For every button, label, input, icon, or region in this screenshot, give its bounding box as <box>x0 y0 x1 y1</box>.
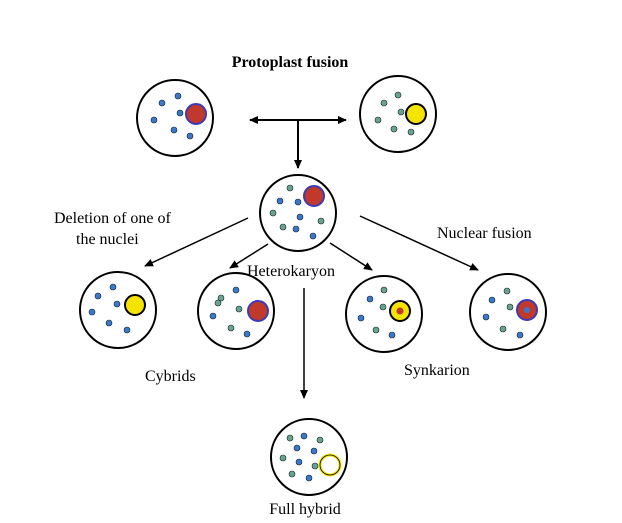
blue-organelle <box>292 225 300 233</box>
label-full-hybrid: Full hybrid <box>269 501 341 518</box>
blue-organelle <box>276 197 284 205</box>
green-organelle <box>286 434 294 442</box>
green-organelle <box>269 209 277 217</box>
blue-organelle <box>516 331 524 339</box>
blue-organelle <box>388 331 396 339</box>
blue-organelle <box>186 132 194 140</box>
arrow-to-synkarion-red <box>359 215 479 271</box>
blue-organelle <box>88 308 96 316</box>
label-heterokaryon: Heterokaryon <box>247 263 335 280</box>
green-organelle <box>288 470 296 478</box>
red-nucleus <box>247 300 269 322</box>
blue-organelle <box>366 295 374 303</box>
blue-organelle <box>294 198 302 206</box>
label-cybrids: Cybrids <box>145 368 196 385</box>
cybrid-cell-red <box>197 272 275 350</box>
green-organelle <box>374 116 382 124</box>
red-nucleus <box>303 185 325 207</box>
label-nuclear-fusion: Nuclear fusion <box>437 225 532 242</box>
green-organelle <box>372 326 380 334</box>
green-organelle <box>317 217 325 225</box>
label-deletion-line2: the nuclei <box>76 231 139 248</box>
blue-organelle <box>310 447 318 455</box>
red-nucleus <box>185 103 207 125</box>
blue-organelle <box>243 330 251 338</box>
blue-organelle <box>357 314 365 322</box>
blue-organelle <box>170 126 178 134</box>
blue-organelle <box>488 296 496 304</box>
green-organelle <box>506 303 514 311</box>
yellow-nucleus <box>124 294 146 316</box>
arrow-to-cybrid-red <box>229 243 269 269</box>
blue-organelle <box>174 92 182 100</box>
green-organelle <box>235 305 243 313</box>
arrow-to-synkarion-yellow <box>329 242 373 271</box>
label-deletion-line1: Deletion of one of <box>54 210 172 227</box>
parent-cell-b <box>359 75 437 153</box>
blue-organelle <box>105 319 113 327</box>
green-organelle <box>316 436 324 444</box>
green-organelle <box>217 294 225 302</box>
blue-organelle <box>94 292 102 300</box>
green-organelle <box>499 325 507 333</box>
blue-organelle <box>150 116 158 124</box>
green-organelle <box>380 99 388 107</box>
label-synkarion: Synkarion <box>404 362 470 379</box>
arrow-to-cybrid-yellow <box>144 217 249 267</box>
green-organelle <box>390 125 398 133</box>
green-organelle <box>379 303 387 311</box>
blue-organelle <box>482 313 490 321</box>
cybrid-cell-yellow <box>79 271 157 349</box>
green-organelle <box>311 462 319 470</box>
parent-cell-a <box>136 79 214 157</box>
blue-organelle <box>305 474 313 482</box>
blue-organelle <box>209 312 217 320</box>
yellow-nucleus <box>405 103 427 125</box>
green-organelle <box>227 324 235 332</box>
blue-organelle <box>295 458 303 466</box>
synkarion-cell-red <box>469 273 547 351</box>
blue-organelle <box>123 326 131 334</box>
blue-organelle <box>176 109 184 117</box>
blue-organelle <box>296 213 304 221</box>
blue-organelle <box>293 444 301 452</box>
heterokaryon-cell <box>259 174 337 252</box>
blue-organelle <box>300 432 308 440</box>
blue-organelle <box>113 300 121 308</box>
blue-organelle <box>109 283 117 291</box>
green-organelle <box>407 128 415 136</box>
full-hybrid-cell <box>270 418 348 496</box>
green-organelle <box>279 454 287 462</box>
green-organelle <box>214 299 222 307</box>
green-organelle <box>286 184 294 192</box>
green-organelle <box>394 91 402 99</box>
green-organelle <box>380 286 388 294</box>
blue-organelle <box>232 286 240 294</box>
diagram-title: Protoplast fusion <box>232 54 349 71</box>
synkarion-cell-yellow <box>345 275 423 353</box>
blue-organelle <box>309 232 317 240</box>
green-organelle <box>503 287 511 295</box>
blue-organelle <box>158 99 166 107</box>
green-organelle <box>279 223 287 231</box>
green-organelle <box>397 108 405 116</box>
